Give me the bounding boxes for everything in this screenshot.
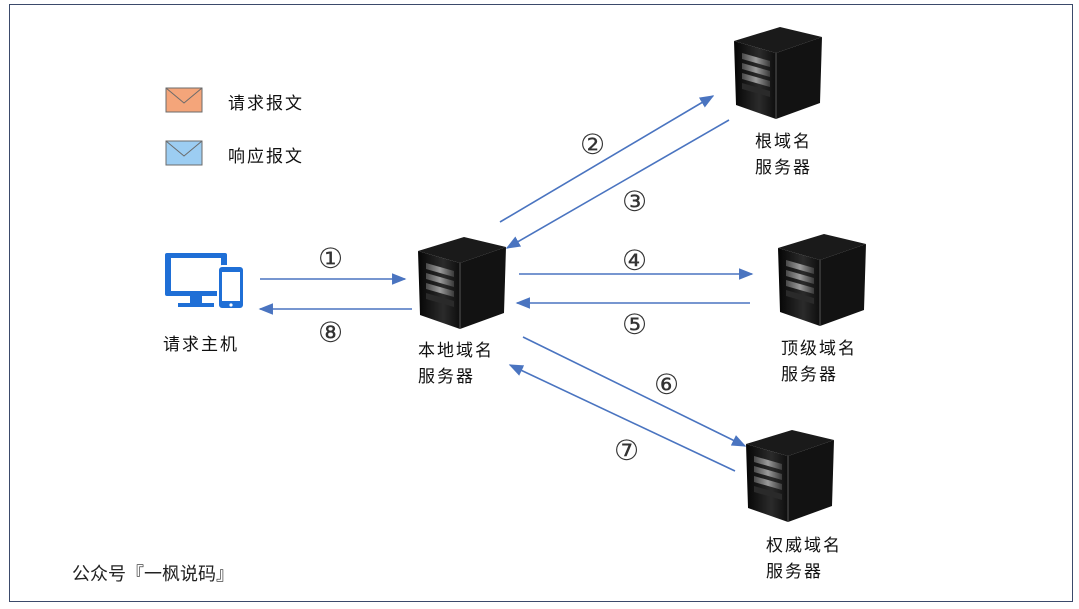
- client-label: 请求主机: [163, 335, 239, 355]
- step-label-5: ⑤: [622, 308, 647, 341]
- watermark-text: 公众号『一枫说码』: [72, 564, 234, 585]
- tld-dns-label-line2: 服务器: [781, 365, 838, 385]
- request-envelope-icon: [165, 87, 203, 113]
- step-label-3: ③: [622, 185, 647, 218]
- client-computer-icon: [165, 253, 227, 307]
- arrow-step-7: [508, 364, 736, 472]
- tld-dns-label-line1: 顶级域名: [781, 339, 857, 359]
- legend-request-label: 请求报文: [228, 94, 304, 114]
- diagram-frame: [9, 4, 1073, 602]
- local-dns-server-icon: [417, 236, 507, 330]
- legend-response-label: 响应报文: [228, 147, 304, 167]
- local-dns-label-line1: 本地域名: [418, 341, 494, 361]
- local-dns-label-line2: 服务器: [418, 367, 475, 387]
- step-label-2: ②: [580, 128, 605, 161]
- auth-dns-label-line1: 权威域名: [766, 536, 842, 556]
- arrow-step-6: [522, 336, 747, 447]
- step-label-6: ⑥: [654, 368, 679, 401]
- tld-dns-server-icon: [777, 233, 867, 327]
- arrow-step-2: [499, 95, 715, 223]
- auth-dns-server-icon: [745, 429, 835, 523]
- arrow-step-3: [505, 119, 730, 249]
- root-dns-label-line1: 根域名: [755, 132, 812, 152]
- client-phone-icon: [217, 265, 245, 310]
- root-dns-server-icon: [733, 26, 823, 120]
- step-label-1: ①: [318, 242, 343, 275]
- step-label-7: ⑦: [614, 434, 639, 467]
- step-label-4: ④: [622, 244, 647, 277]
- auth-dns-label-line2: 服务器: [766, 562, 823, 582]
- root-dns-label-line2: 服务器: [755, 158, 812, 178]
- step-label-8: ⑧: [318, 316, 343, 349]
- response-envelope-icon: [165, 140, 203, 166]
